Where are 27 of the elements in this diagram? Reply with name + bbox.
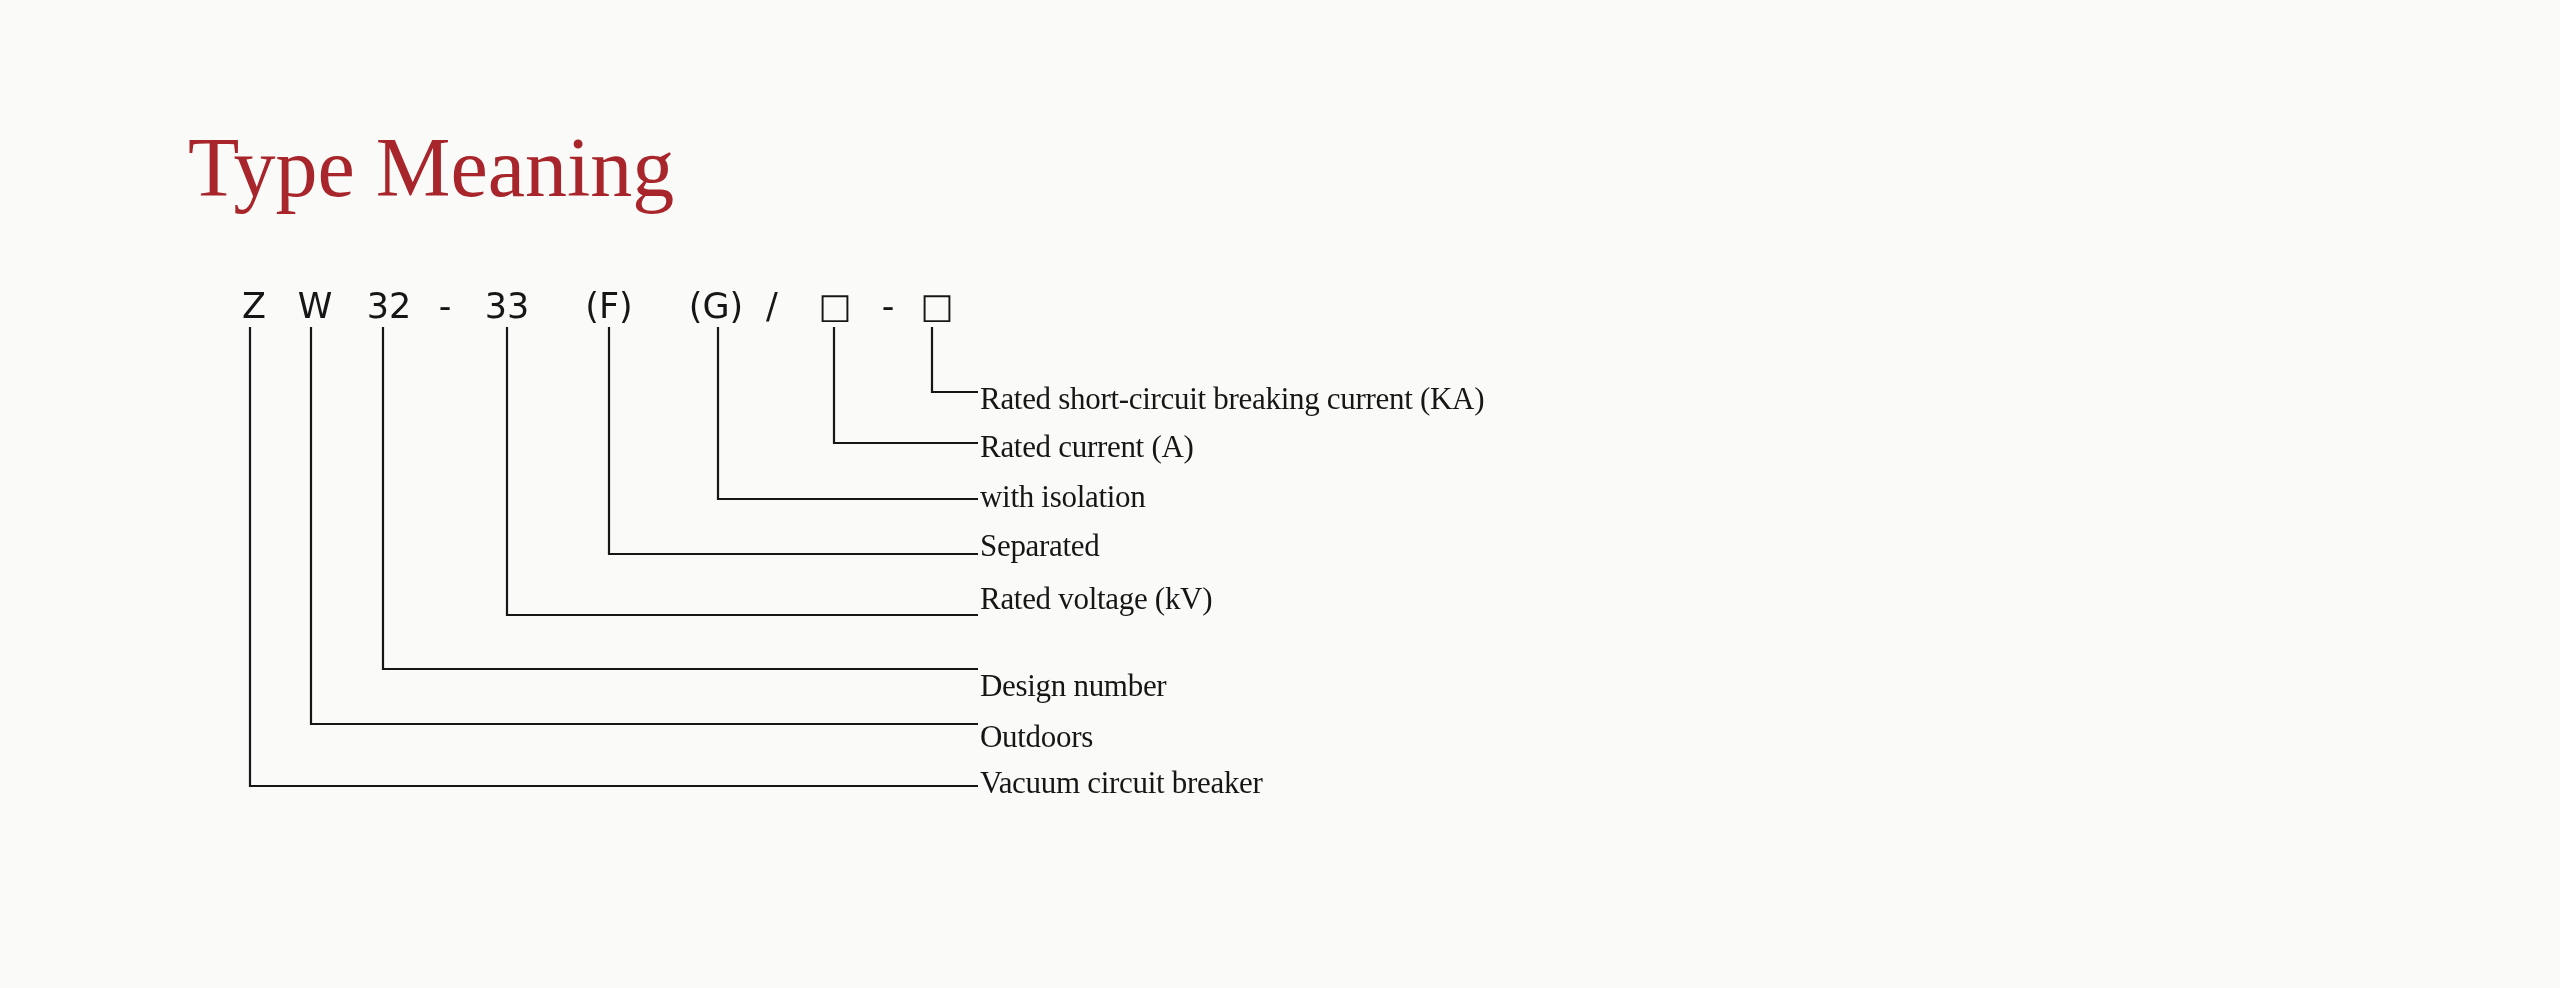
leader-line [607,327,978,556]
code-meaning-label: Rated current (A) [980,429,1194,465]
leader-line [832,327,978,445]
leader-line [930,327,978,394]
leader-line [248,327,978,788]
code-separator: - [438,285,452,327]
code-meaning-label: Separated [980,528,1100,564]
type-code-label: □ [920,285,954,327]
leader-line [309,327,978,726]
code-meaning-label: Design number [980,668,1167,704]
type-code-label: 32 [366,285,412,327]
type-code-label: (F) [585,285,633,327]
code-meaning-label: with isolation [980,479,1146,515]
leader-line [505,327,978,617]
code-meaning-label: Outdoors [980,719,1093,755]
type-code-label: (G) [688,285,744,327]
code-meaning-label: Vacuum circuit breaker [980,765,1263,801]
type-code-label: W [297,285,333,327]
code-meaning-label: Rated voltage (kV) [980,581,1213,617]
code-separator: / [766,285,778,327]
type-code-label: □ [818,285,852,327]
leader-line [716,327,978,501]
code-separator: - [881,285,895,327]
leader-line [381,327,978,671]
type-code-label: 33 [484,285,530,327]
code-meaning-label: Rated short-circuit breaking current (KA) [980,381,1485,417]
type-code-label: Z [242,285,266,327]
